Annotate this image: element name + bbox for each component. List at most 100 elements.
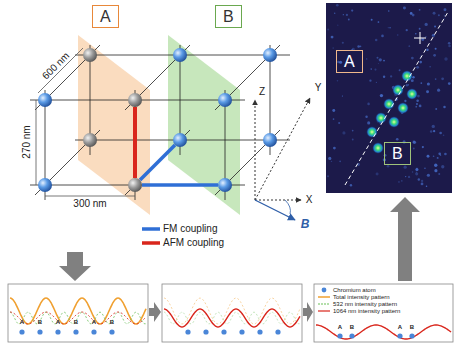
crosshair [420,32,421,44]
speckle [410,12,413,15]
dimension-label: 270 nm [22,125,32,158]
coupling-bar [133,107,137,178]
speckle [434,164,437,167]
speckle [412,140,415,143]
chromium-atom [55,329,60,334]
dimension-line [36,100,37,185]
speckle [376,82,377,83]
legend-entry: Chromium atom [318,287,376,293]
legend-line [142,241,160,245]
legend-text: 532 nm intensity pattern [333,301,397,307]
speckle [427,155,430,158]
label-box: A [336,50,363,73]
speckle [448,82,451,85]
legend-text: AFM coupling [163,238,224,248]
legend-sample [142,238,160,248]
speckle [435,48,437,50]
atom-fluorescence [388,116,400,128]
site-label: A [20,319,24,325]
chromium-atom [185,329,190,334]
speckle [401,180,403,182]
site-label: A [56,319,60,325]
chromium-atom [218,93,232,107]
speckle [370,68,372,70]
speckle [413,141,416,144]
lattice-line [215,45,280,110]
speckle [334,13,335,14]
chromium-atom [218,178,232,192]
region-letter: B [223,8,234,25]
speckle [332,47,334,49]
chromium-atom [128,178,142,192]
legend-text: Total intensity pattern [333,294,390,300]
region-letter: B [392,145,403,162]
speckle [415,33,416,34]
site-label: A [92,319,96,325]
speckle [437,89,440,92]
speckle [419,28,421,30]
speckle [430,130,432,132]
chromium-atom [203,329,208,334]
chromium-atom [173,48,187,62]
speckle [327,28,329,30]
speckle [424,168,425,169]
flow-arrow [59,252,91,281]
dimension-line [45,196,135,197]
speckle [389,27,391,29]
speckle [421,183,424,186]
chromium-atom [83,48,97,62]
chromium-atom [128,93,142,107]
speckle [331,161,332,162]
speckle [434,169,437,172]
speckle [376,57,378,59]
chromium-atom [38,178,52,192]
speckle [415,106,417,108]
speckle [426,185,428,187]
speckle [444,8,447,11]
speckle [438,14,440,16]
legend-text: Chromium atom [333,287,376,293]
speckle [439,132,442,135]
speckle [448,42,451,45]
speckle [406,84,408,86]
speckle [419,61,422,64]
speckle [378,63,379,64]
dimension-label: 600 nm [41,51,72,82]
speckle [433,155,435,157]
legend-line [318,296,330,298]
speckle [380,94,383,97]
speckle [383,76,385,78]
axis-label: Y [315,83,322,93]
speckle [388,10,389,11]
speckle [396,138,399,141]
speckle [432,125,435,128]
speckle [367,121,370,124]
speckle [443,106,445,108]
legend-text: 1064 nm intensity pattern [333,308,400,314]
speckle [416,66,419,69]
chromium-atom [257,329,262,334]
chromium-atom [263,133,277,147]
speckle [381,35,384,38]
speckle [333,118,335,120]
intensity-curve [164,309,300,327]
speckle [397,34,399,36]
speckle [328,157,331,160]
speckle [375,39,377,41]
region-letter: A [344,53,355,70]
atom-fluorescence [392,84,404,96]
speckle [406,29,408,31]
label-box: B [384,142,411,165]
speckle [342,131,345,134]
lattice-plane-b [168,35,240,215]
intensity-curve [316,325,451,339]
speckle [433,12,436,15]
site-label: A [338,324,342,330]
speckle [352,130,354,132]
speckle [418,178,420,180]
flow-arrow [149,302,161,322]
speckle [404,166,407,169]
chromium-atom [73,329,78,334]
site-label: A [398,324,402,330]
legend-entry: Total intensity pattern [318,294,390,300]
